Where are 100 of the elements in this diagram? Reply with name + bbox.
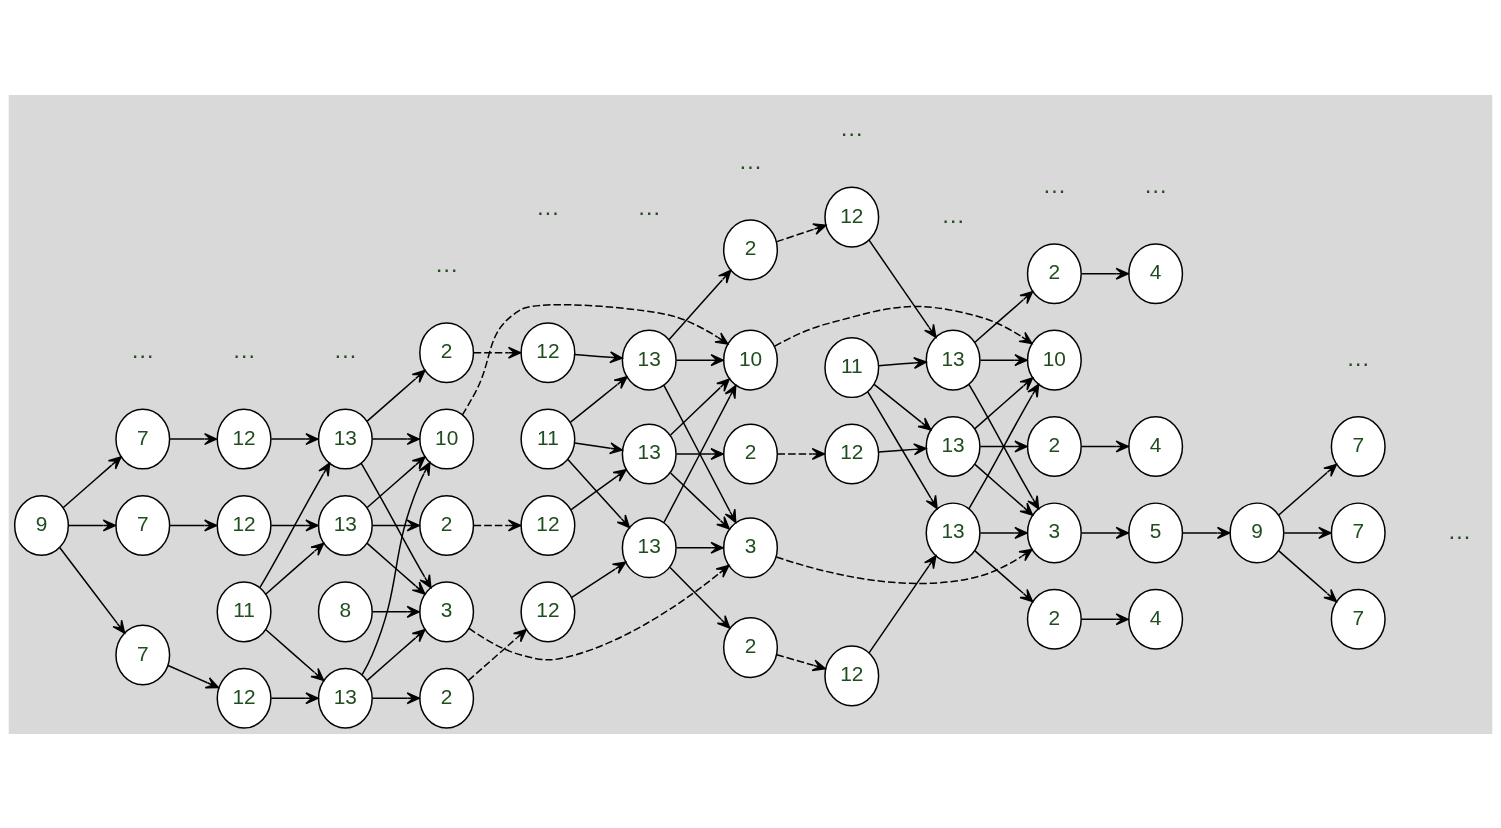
- node-ellipse: 2: [1026, 242, 1082, 304]
- node-ellipse: 3: [722, 516, 779, 578]
- node-ellipse: 3: [1026, 501, 1082, 563]
- arrow: [371, 432, 420, 445]
- arrow: [776, 222, 827, 242]
- arrow: [877, 356, 927, 369]
- node-ellipse: 2: [419, 321, 475, 383]
- arrow: [270, 432, 319, 445]
- node-ellipse: 4: [1128, 415, 1184, 477]
- node-ellipse: 5: [1128, 501, 1184, 563]
- node-ellipse: 7: [115, 408, 171, 470]
- arrow: [570, 468, 627, 510]
- arrow: [974, 376, 1034, 429]
- arrow: [360, 461, 432, 588]
- arrow: [169, 432, 218, 445]
- label: …: [1346, 343, 1371, 371]
- node-ellipse: 9: [13, 494, 70, 556]
- arrow: [571, 561, 627, 598]
- node-ellipse: 13: [317, 494, 373, 556]
- arrow: [265, 542, 325, 595]
- node-ellipse: 2: [419, 667, 475, 729]
- node-ellipse: 11: [824, 336, 880, 398]
- arrow: [979, 526, 1028, 539]
- node-ellipse: 7: [115, 624, 171, 686]
- node-ellipse: 13: [925, 501, 981, 563]
- arrow: [867, 390, 938, 509]
- arrow: [371, 518, 420, 532]
- arrow: [473, 518, 522, 532]
- arrow: [259, 461, 331, 588]
- node-ellipse: 2: [1026, 588, 1082, 650]
- arrow: [68, 518, 117, 532]
- label: …: [536, 192, 560, 220]
- node-ellipse: 12: [520, 580, 576, 642]
- arrow: [669, 377, 730, 436]
- arrow: [775, 548, 1033, 584]
- node-ellipse: 7: [1330, 415, 1386, 477]
- label: …: [637, 192, 662, 220]
- arrow: [167, 664, 220, 688]
- arrow: [574, 350, 623, 363]
- arrow: [868, 554, 937, 654]
- node-ellipse: 13: [925, 329, 981, 391]
- arrow: [62, 455, 122, 508]
- arrow: [270, 518, 319, 532]
- label: …: [333, 335, 358, 363]
- arrow: [567, 458, 631, 528]
- node-ellipse: 12: [824, 186, 880, 248]
- label: …: [738, 146, 763, 174]
- arrow: [774, 305, 1033, 347]
- node-ellipse: 13: [317, 408, 373, 470]
- node-ellipse: 7: [1330, 501, 1386, 563]
- arrow: [58, 546, 126, 634]
- node-ellipse: 12: [824, 644, 880, 706]
- arrow: [270, 691, 319, 704]
- node-ellipse: 12: [520, 321, 576, 383]
- arrow: [467, 628, 527, 681]
- node-ellipse: 12: [216, 494, 272, 556]
- arrow: [1080, 267, 1129, 280]
- node-ellipse: 7: [115, 494, 171, 556]
- arrow: [461, 303, 729, 416]
- node-ellipse: 10: [419, 408, 475, 470]
- arrow: [366, 542, 426, 595]
- arrow: [669, 471, 730, 530]
- arrow: [968, 383, 1040, 509]
- node-ellipse: 7: [1330, 588, 1386, 650]
- arrow: [371, 691, 420, 704]
- node-ellipse: 13: [621, 516, 677, 578]
- arrow: [663, 384, 737, 523]
- node-ellipse: 12: [824, 422, 880, 484]
- node-ellipse: 13: [925, 415, 981, 477]
- node-ellipse: 13: [621, 422, 677, 484]
- label: …: [839, 113, 864, 141]
- arrow: [371, 605, 420, 618]
- arrow: [974, 549, 1034, 602]
- node-ellipse: 12: [216, 408, 272, 470]
- arrow: [974, 463, 1034, 516]
- arrow: [366, 628, 426, 681]
- arrow: [877, 442, 927, 455]
- arrow: [265, 628, 325, 681]
- node-ellipse: 3: [419, 580, 475, 642]
- label: …: [232, 335, 256, 363]
- arrow: [675, 353, 724, 366]
- arrow: [1278, 463, 1338, 516]
- node-ellipse: 2: [722, 218, 779, 280]
- arrow: [1283, 526, 1332, 539]
- arrow: [468, 564, 730, 661]
- arrow: [669, 566, 731, 629]
- node-ellipse: 13: [621, 329, 677, 391]
- node-ellipse: 2: [419, 494, 475, 556]
- arrow: [668, 269, 732, 340]
- arrow: [868, 238, 937, 338]
- arrow: [169, 518, 218, 532]
- node-ellipse: 12: [520, 494, 576, 556]
- arrow: [1080, 439, 1129, 453]
- node-ellipse: 13: [317, 667, 373, 729]
- label: …: [1143, 170, 1168, 198]
- arrow: [574, 441, 623, 454]
- node-ellipse: 11: [216, 580, 272, 642]
- label: …: [941, 200, 965, 228]
- label: …: [1042, 170, 1067, 198]
- label: …: [434, 249, 459, 277]
